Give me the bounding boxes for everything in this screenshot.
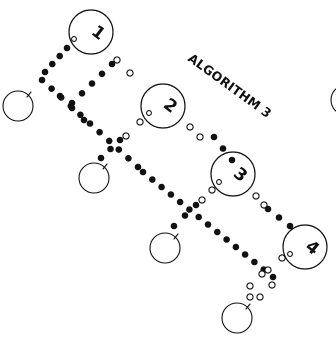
solid-dot (97, 154, 105, 162)
solid-dot (210, 133, 218, 141)
solid-dot (192, 201, 200, 209)
solid-dot (241, 251, 249, 258)
knob-1-ring (2, 90, 34, 122)
solid-dot (125, 155, 132, 162)
operator-4-ring (282, 224, 328, 270)
solid-dot (68, 99, 76, 107)
hollow-dot (256, 293, 264, 301)
solid-dot (219, 145, 227, 152)
knob-4 (221, 302, 253, 334)
solid-dot (139, 168, 147, 176)
hollow-dot (126, 69, 134, 77)
hollow-dot (136, 118, 144, 126)
hollow-dot (252, 192, 260, 200)
solid-dot (88, 80, 96, 87)
solid-dot (214, 228, 221, 236)
solid-dot (96, 128, 103, 136)
solid-dot (204, 221, 212, 228)
hollow-dot (264, 266, 272, 274)
knob-3-pointer (173, 233, 179, 240)
solid-dot (56, 52, 63, 60)
knob-1-pointer (26, 91, 32, 98)
knob-2-ring (78, 162, 110, 194)
knob-4-ring (221, 302, 253, 334)
solid-dot (38, 76, 46, 84)
operator-2-ring (140, 83, 186, 129)
hollow-dot (198, 196, 206, 204)
connection-dots (38, 44, 294, 301)
solid-dot (251, 258, 258, 266)
operator-4-indicator (287, 251, 293, 257)
solid-dot (228, 156, 236, 164)
hollow-dot (186, 123, 194, 131)
solid-dot (115, 146, 123, 153)
operator-4: 4 (282, 224, 328, 270)
operator-1-ring (68, 9, 114, 55)
solid-dot (286, 222, 294, 230)
solid-dot (134, 163, 142, 171)
hollow-dot (260, 201, 268, 209)
solid-dot (56, 92, 64, 100)
solid-dot (105, 137, 113, 145)
solid-dot (63, 44, 71, 52)
knob-4-pointer (245, 303, 251, 310)
solid-dot (49, 60, 56, 68)
hollow-dot (246, 293, 254, 301)
knob-2 (78, 162, 110, 194)
solid-dot (167, 191, 175, 198)
operator-1: 1 (68, 9, 114, 55)
hollow-dot (208, 186, 216, 194)
knob-3-ring (149, 232, 181, 264)
solid-dot (48, 85, 55, 92)
operator-2-indicator (146, 110, 152, 116)
knob-3 (149, 232, 181, 264)
hollow-dot (196, 133, 204, 141)
solid-dot (98, 70, 106, 78)
operator-1-indicator (71, 36, 77, 42)
operator-3-indicator (216, 179, 222, 185)
solid-dot (86, 120, 94, 127)
solid-dot (181, 212, 189, 219)
knob-1 (2, 90, 34, 122)
solid-dot (232, 243, 240, 251)
solid-dot (77, 111, 84, 119)
solid-dot (80, 116, 88, 124)
solid-dot (223, 236, 230, 243)
solid-dot (186, 206, 193, 213)
solid-dot (158, 183, 165, 191)
solid-dot (108, 60, 116, 68)
solid-dot (170, 222, 178, 230)
hollow-dot (268, 281, 276, 289)
solid-dot (176, 198, 184, 206)
solid-dot (269, 273, 277, 281)
solid-dot (68, 104, 76, 112)
solid-dot (275, 214, 283, 221)
solid-dot (264, 205, 272, 213)
hollow-dot (278, 254, 286, 262)
hollow-dot (113, 56, 121, 64)
solid-dot (107, 145, 114, 153)
solid-dot (78, 90, 86, 97)
hollow-dot (122, 132, 130, 140)
knob-2-pointer (102, 163, 108, 170)
hollow-dot (258, 270, 266, 278)
solid-dot (149, 176, 156, 183)
hollow-dot (246, 282, 254, 290)
knob-5-partial (330, 88, 336, 112)
solid-dot (41, 68, 49, 76)
knob-5-ring (330, 88, 336, 112)
operator-3: 3 (210, 151, 256, 197)
operator-3-ring (210, 151, 256, 197)
operator-2: 2 (140, 83, 186, 129)
algorithm-title: ALGORITHM 3 (185, 50, 274, 121)
solid-dot (116, 136, 124, 144)
solid-dot (195, 213, 202, 221)
